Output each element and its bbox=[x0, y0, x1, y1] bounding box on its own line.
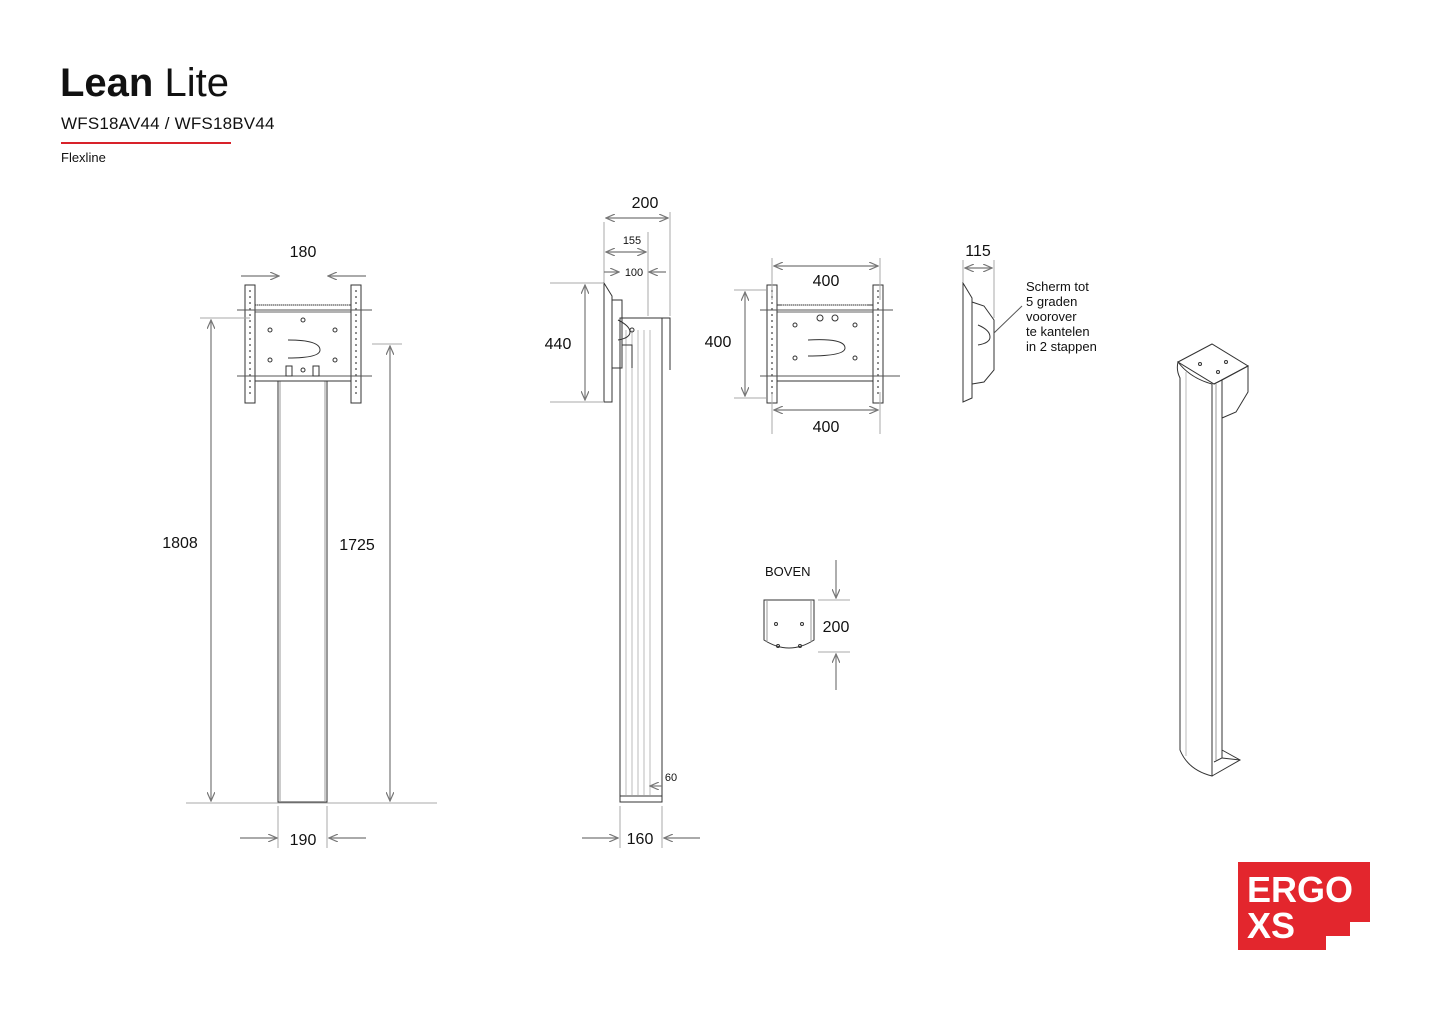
isometric-view bbox=[1176, 343, 1250, 777]
series-name: Flexline bbox=[61, 150, 106, 165]
top-view-label: BOVEN bbox=[765, 564, 811, 579]
title-light: Lite bbox=[164, 61, 229, 105]
tilt-note-line-1: Scherm tot bbox=[1026, 279, 1089, 294]
side-view bbox=[550, 212, 671, 848]
tilt-view bbox=[962, 260, 1023, 403]
dim-mount-height: 440 bbox=[545, 336, 572, 353]
tilt-note-line-2: 5 graden bbox=[1026, 294, 1077, 309]
side-dimensions bbox=[582, 218, 700, 838]
dim-base-depth: 160 bbox=[627, 831, 654, 848]
dim-top-width: 180 bbox=[290, 244, 317, 261]
model-number: WFS18AV44 / WFS18BV44 bbox=[61, 114, 275, 133]
dim-base-width: 190 bbox=[290, 832, 317, 849]
vesa-dimensions bbox=[745, 266, 878, 410]
page-title: Lean Lite bbox=[60, 58, 229, 108]
dim-vesa-width-bottom: 400 bbox=[813, 419, 840, 436]
dim-depth-155: 155 bbox=[623, 235, 641, 247]
dim-vesa-width-top: 400 bbox=[813, 273, 840, 290]
tilt-note-line-4: te kantelen bbox=[1026, 324, 1090, 339]
tilt-note-line-5: in 2 stappen bbox=[1026, 339, 1097, 354]
dim-vesa-height: 400 bbox=[705, 334, 732, 351]
title-bold: Lean bbox=[60, 61, 154, 105]
dim-top-depth: 200 bbox=[823, 619, 850, 636]
front-view bbox=[186, 284, 437, 848]
dim-overall-depth: 200 bbox=[632, 195, 659, 212]
dim-total-height: 1808 bbox=[162, 535, 198, 552]
vesa-view bbox=[734, 258, 900, 434]
dim-column-height: 1725 bbox=[339, 537, 375, 554]
ergoxs-logo: ERGO XS bbox=[1238, 862, 1370, 950]
side-mount bbox=[603, 281, 613, 403]
front-column bbox=[277, 317, 328, 803]
top-view bbox=[763, 599, 850, 653]
tilt-note-line-3: voorover bbox=[1026, 309, 1077, 324]
dim-depth-100: 100 bbox=[625, 267, 643, 279]
logo-line-1: ERGO bbox=[1247, 869, 1353, 910]
front-dimensions bbox=[211, 276, 390, 838]
title-underline bbox=[61, 142, 231, 144]
logo-line-2: XS bbox=[1247, 905, 1295, 946]
dim-tilt-depth: 115 bbox=[965, 243, 991, 260]
dim-base-offset: 60 bbox=[665, 772, 677, 784]
